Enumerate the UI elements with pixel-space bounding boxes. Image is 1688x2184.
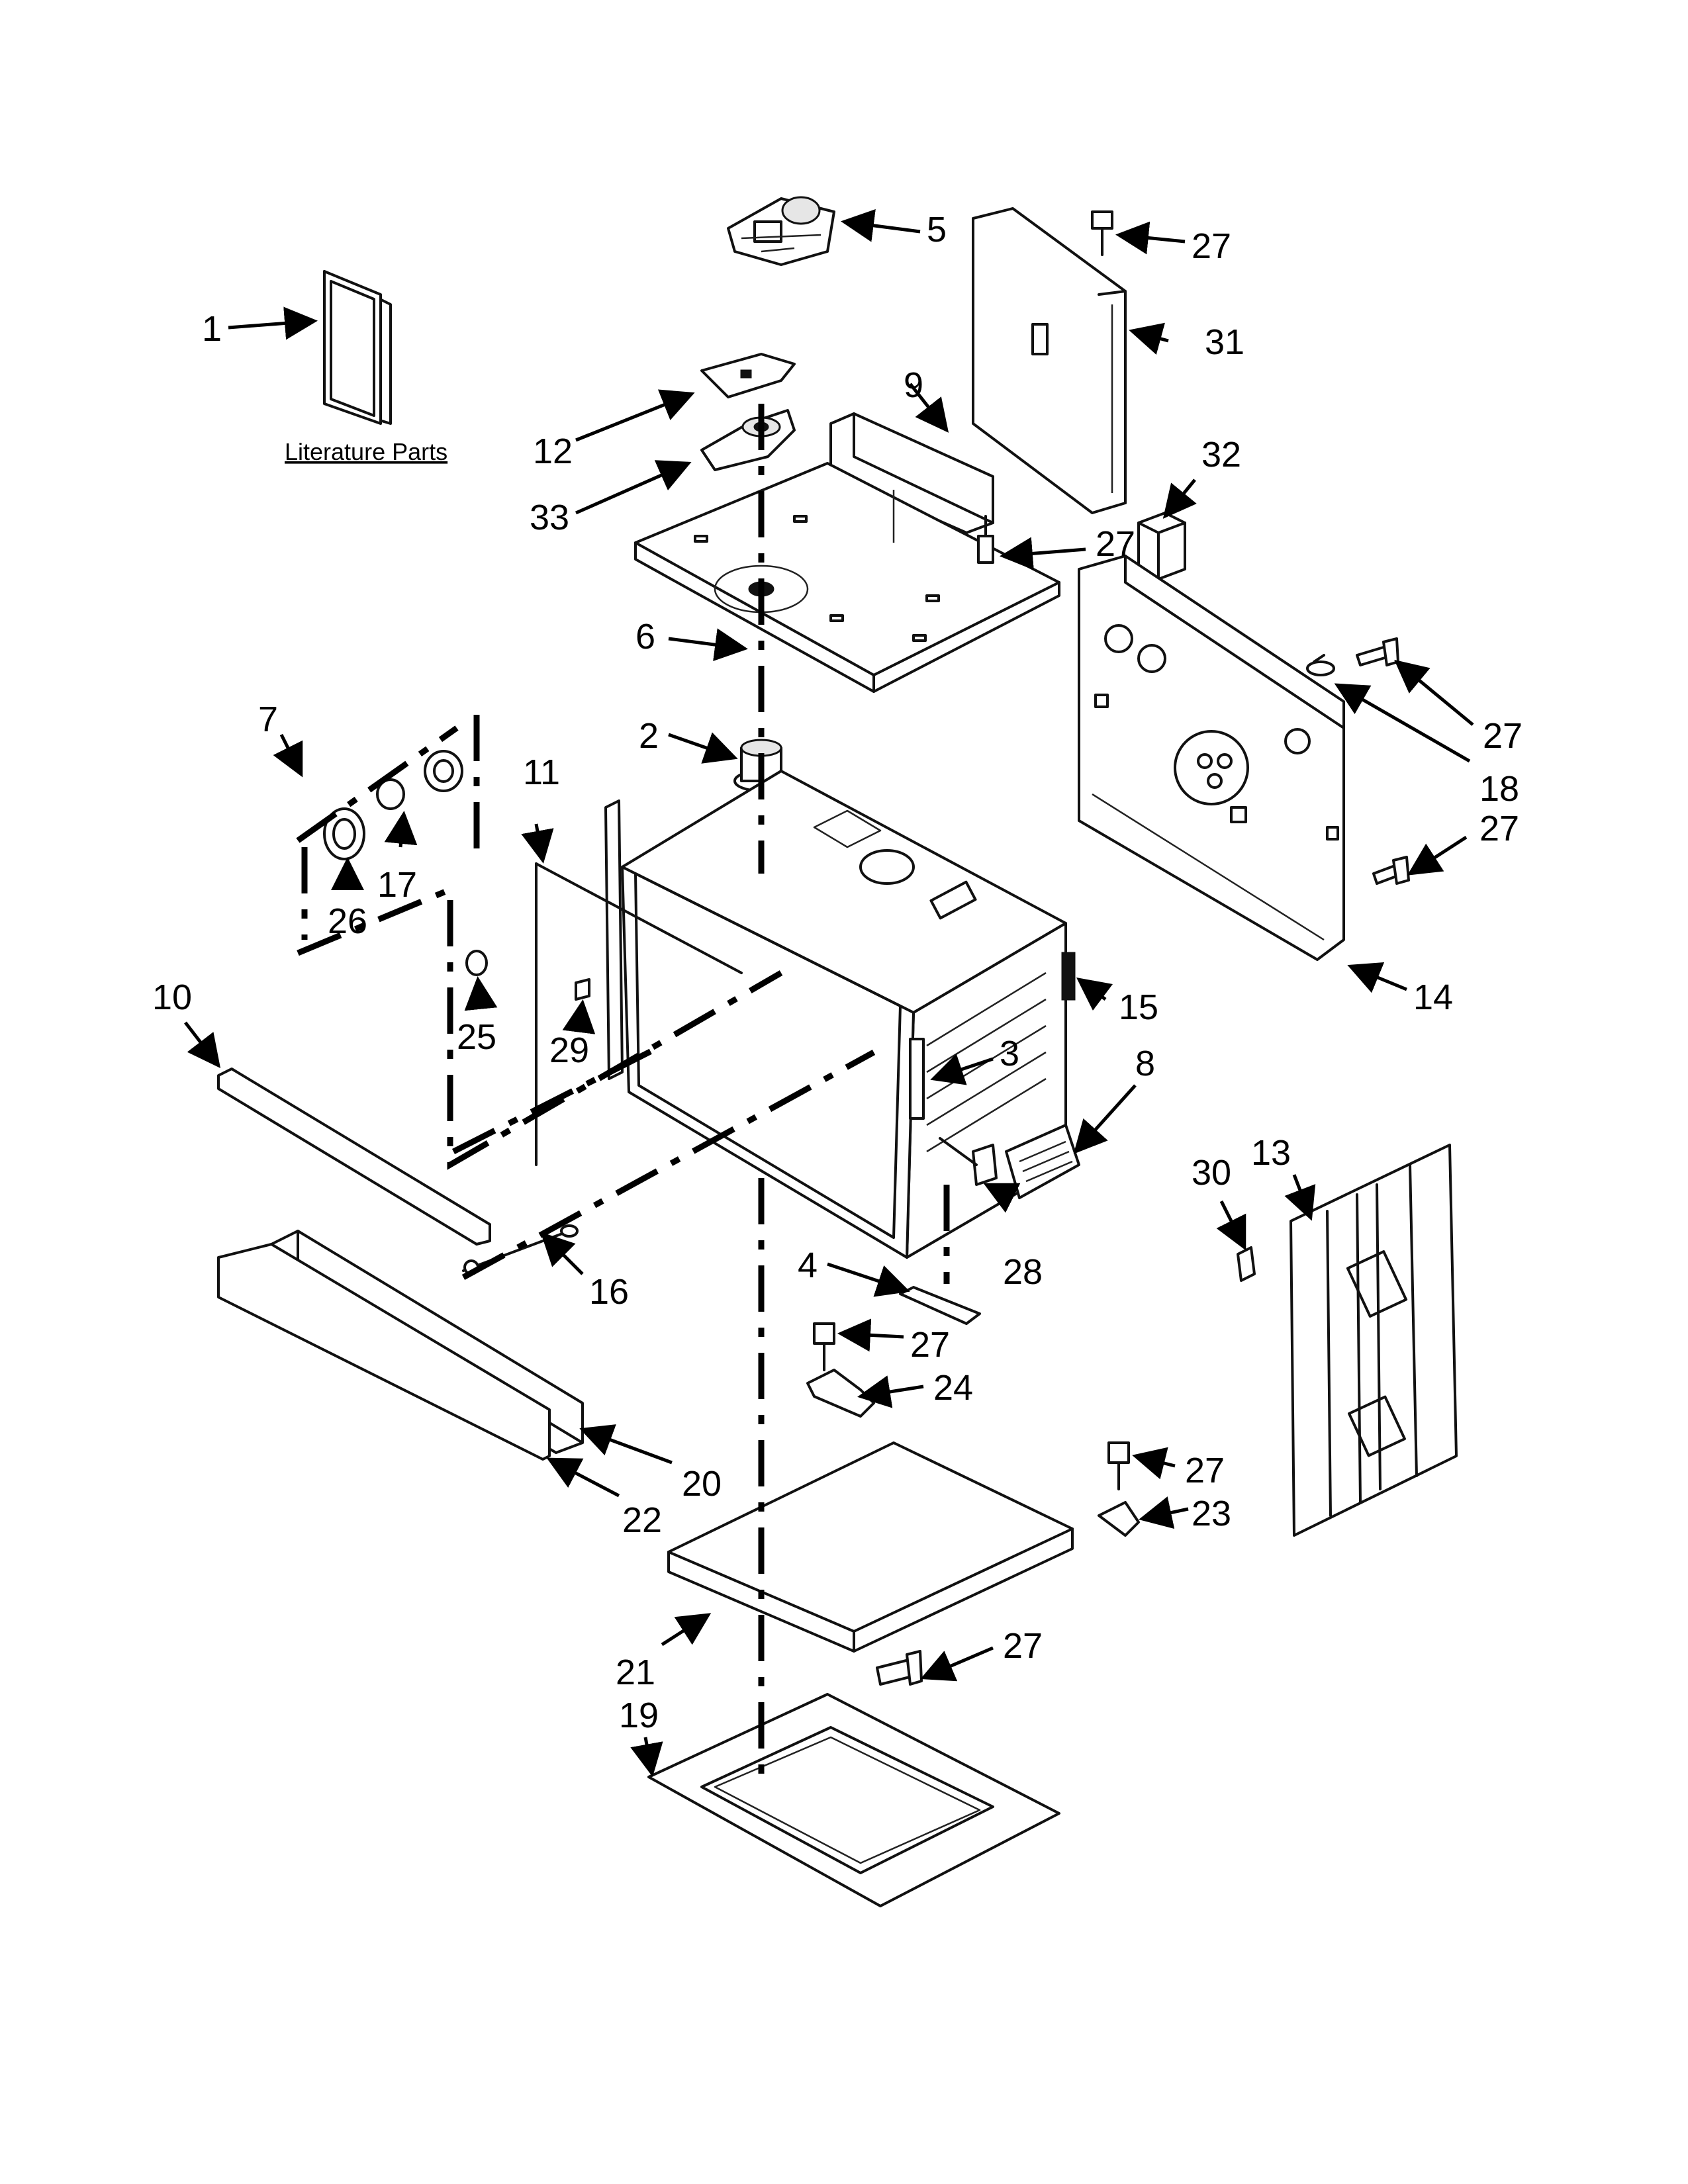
screw-27-lowright bbox=[1107, 1441, 1130, 1490]
callout-8: 8 bbox=[1135, 1044, 1155, 1083]
trim-22 bbox=[217, 1243, 551, 1461]
bottom-panel-21 bbox=[667, 1441, 1074, 1653]
callout-31: 31 bbox=[1205, 322, 1244, 362]
callout-9: 9 bbox=[904, 365, 923, 405]
callout-6: 6 bbox=[635, 617, 655, 657]
callout-1: 1 bbox=[202, 309, 222, 349]
base-pan-19 bbox=[647, 1693, 1060, 1907]
literature-parts-label: Literature Parts bbox=[285, 438, 447, 465]
callout-22: 22 bbox=[622, 1500, 662, 1540]
callout-20: 20 bbox=[682, 1464, 722, 1504]
callout-7: 7 bbox=[258, 700, 278, 739]
callout-14: 14 bbox=[1413, 978, 1453, 1017]
callout-27-g: 27 bbox=[1003, 1626, 1043, 1666]
rail-10 bbox=[217, 1068, 491, 1246]
side-panel-13 bbox=[1289, 1144, 1458, 1537]
alignment-lines bbox=[296, 404, 950, 1780]
literature-booklet: Literature Parts bbox=[285, 270, 447, 465]
callout-26: 26 bbox=[328, 901, 367, 941]
rear-panel-31 bbox=[972, 207, 1127, 514]
leader-arrows bbox=[184, 209, 1474, 1777]
callout-27-f: 27 bbox=[1185, 1451, 1225, 1490]
screw-27-topright bbox=[977, 515, 994, 564]
callout-27-b: 27 bbox=[1096, 524, 1135, 564]
callout-25: 25 bbox=[457, 1017, 496, 1057]
callout-28: 28 bbox=[1003, 1252, 1043, 1292]
callout-11: 11 bbox=[523, 752, 560, 792]
callout-21: 21 bbox=[616, 1653, 655, 1692]
side-rail-left bbox=[604, 799, 624, 1080]
callout-18: 18 bbox=[1479, 769, 1519, 809]
screw-27-mid bbox=[813, 1322, 835, 1371]
callout-5: 5 bbox=[927, 210, 947, 250]
rear-panel-14 bbox=[1078, 555, 1345, 961]
callout-30: 30 bbox=[1192, 1153, 1231, 1193]
clip-18 bbox=[1306, 654, 1335, 676]
callout-16: 16 bbox=[589, 1272, 629, 1312]
screw-27-top bbox=[1091, 210, 1113, 256]
callout-10: 10 bbox=[152, 978, 192, 1017]
callout-27-a: 27 bbox=[1192, 226, 1231, 266]
bracket-24 bbox=[806, 1369, 875, 1418]
callout-2: 2 bbox=[639, 716, 659, 756]
screw-28 bbox=[939, 1137, 998, 1186]
bracket-33 bbox=[700, 409, 796, 471]
screw-27-bottom bbox=[876, 1650, 923, 1686]
callout-32: 32 bbox=[1201, 435, 1241, 475]
screw-27-right2 bbox=[1372, 856, 1410, 885]
callout-13: 13 bbox=[1251, 1133, 1291, 1173]
bracket-12 bbox=[700, 353, 796, 398]
callout-27-d: 27 bbox=[1479, 809, 1519, 848]
callout-15: 15 bbox=[1119, 987, 1158, 1027]
callout-27-e: 27 bbox=[910, 1325, 950, 1365]
callout-labels: 1 2 3 4 5 6 7 8 9 10 11 12 13 14 15 16 1… bbox=[152, 210, 1523, 1735]
callout-33: 33 bbox=[530, 498, 569, 537]
callout-29: 29 bbox=[549, 1030, 589, 1070]
callout-17: 17 bbox=[377, 865, 417, 905]
callout-24: 24 bbox=[933, 1368, 973, 1408]
top-panel-6 bbox=[634, 462, 1060, 693]
knob-group-7 bbox=[323, 750, 463, 860]
oven-cavity bbox=[621, 770, 1067, 1259]
callout-3: 3 bbox=[1000, 1034, 1019, 1073]
callout-19: 19 bbox=[619, 1696, 659, 1735]
screw-27-right1 bbox=[1356, 637, 1399, 666]
door-latch-assembly bbox=[727, 196, 835, 266]
bracket-23 bbox=[1098, 1501, 1140, 1537]
strap-4 bbox=[899, 1286, 981, 1325]
callout-27-c: 27 bbox=[1483, 716, 1523, 756]
bracket-15 bbox=[1061, 952, 1076, 1001]
callout-12: 12 bbox=[533, 432, 573, 471]
vent-8 bbox=[1005, 1124, 1080, 1199]
clip-30 bbox=[1237, 1246, 1256, 1282]
callout-23: 23 bbox=[1192, 1494, 1231, 1533]
plug-25 bbox=[465, 950, 488, 976]
callout-4: 4 bbox=[798, 1246, 818, 1285]
screw-29 bbox=[575, 978, 590, 1001]
